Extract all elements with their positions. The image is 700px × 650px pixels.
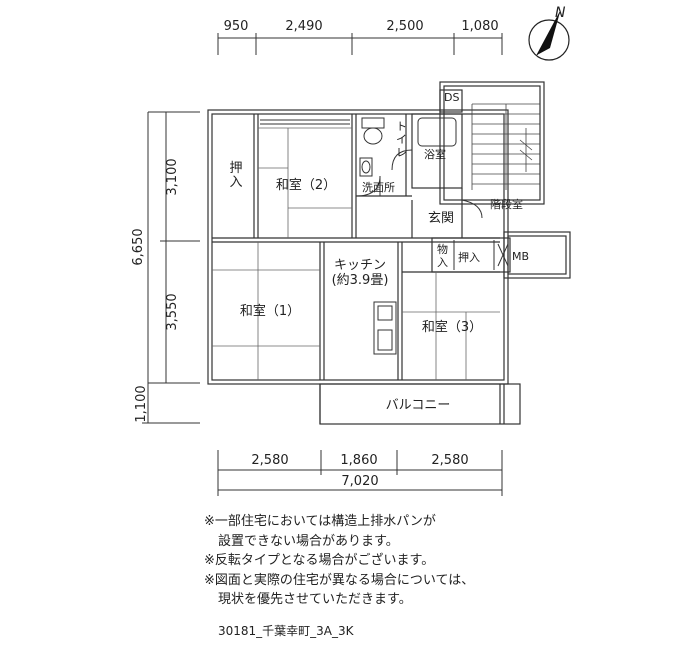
toilet-icon: [361, 117, 385, 145]
dim-bottom-2: 1,860: [340, 453, 377, 468]
storage-closet-lines: [453, 240, 509, 270]
walls: [207, 81, 571, 425]
label-monoire-1: 物: [437, 242, 448, 256]
label-mb: MB: [512, 250, 529, 263]
label-kitchen-2: (約3.9畳): [332, 273, 389, 288]
label-kaidanshitsu: 階段室: [490, 197, 523, 211]
label-oshiire-left-1: 押: [229, 161, 242, 176]
washbasin-icon: [359, 157, 373, 177]
dim-left-3: 1,100: [134, 385, 149, 422]
dim-left-1: 3,100: [165, 158, 180, 195]
label-washitsu-2: 和室（2）: [276, 177, 336, 193]
dim-left-total: 6,650: [131, 228, 146, 265]
dim-bottom-3: 2,580: [431, 453, 468, 468]
dim-left-2: 3,550: [165, 293, 180, 330]
notes-block: ※一部住宅においては構造上排水パンが 設置できない場合があります。 ※反転タイプ…: [204, 512, 474, 610]
tatami-lines: [212, 127, 500, 380]
label-toilet-2: イ: [396, 133, 407, 146]
label-washitsu-3: 和室（3）: [422, 319, 482, 335]
label-toilet-1: ト: [396, 120, 407, 133]
label-genkan: 玄関: [428, 211, 454, 226]
bottom-dimension-line: [217, 450, 503, 496]
note-line-3: ※反転タイプとなる場合がございます。: [204, 553, 435, 568]
dim-top-2: 2,490: [285, 19, 322, 34]
dim-top-3: 2,500: [386, 19, 423, 34]
plan-caption: 30181_千葉幸町_3A_3K: [218, 624, 354, 638]
label-oshiire-left-2: 入: [229, 175, 242, 190]
kitchen-counter-icon: [373, 301, 397, 355]
label-bath: 浴室: [424, 147, 446, 161]
label-balcony: バルコニー: [386, 398, 451, 413]
label-ds: DS: [444, 91, 459, 104]
compass-north-label: N: [555, 5, 566, 21]
note-line-4: ※図面と実際の住宅が異なる場合については、: [204, 572, 475, 588]
stairs-icon: [471, 103, 540, 190]
left-dimension-line: [142, 111, 200, 424]
label-oshiire-right: 押入: [458, 250, 480, 264]
label-kitchen-1: キッチン: [334, 258, 386, 273]
dim-top-1: 950: [224, 19, 249, 34]
top-dimension-line: [217, 33, 503, 55]
openings: [220, 119, 498, 381]
note-line-1: ※一部住宅においては構造上排水パンが: [204, 514, 436, 529]
dim-bottom-total: 7,020: [341, 474, 378, 489]
label-toilet-3: レ: [396, 146, 407, 159]
note-line-5: 現状を優先させていただきます。: [218, 592, 412, 607]
label-washitsu-1: 和室（1）: [240, 303, 300, 319]
north-compass-icon: [528, 11, 570, 61]
label-monoire-2: 入: [437, 256, 448, 269]
label-senmenjo: 洗面所: [362, 181, 395, 194]
note-line-2: 設置できない場合があります。: [218, 533, 399, 549]
dim-bottom-1: 2,580: [251, 453, 288, 468]
dim-top-4: 1,080: [461, 19, 498, 34]
bathtub-icon: [417, 117, 457, 147]
